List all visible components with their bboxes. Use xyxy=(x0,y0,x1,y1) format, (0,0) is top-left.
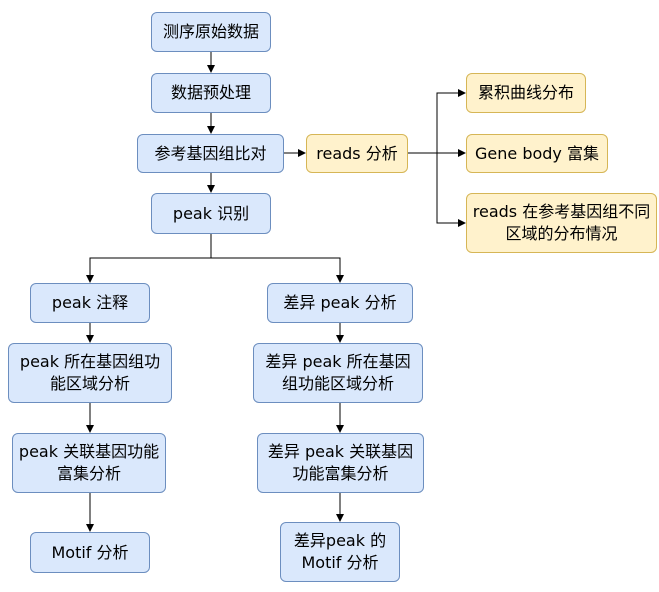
edge-peak-to-diff xyxy=(211,257,344,283)
node-reads-analysis: reads 分析 xyxy=(306,134,408,173)
node-diff-motif-label: 差异peak 的 Motif 分析 xyxy=(293,531,387,572)
node-diff-peak-enrich-label: 差异 peak 关联基因功能富集分析 xyxy=(267,442,414,483)
node-align-label: 参考基因组比对 xyxy=(154,143,267,163)
edge-peak-to-annotation xyxy=(86,234,212,283)
node-diff-peak: 差异 peak 分析 xyxy=(267,283,413,323)
node-raw-data-label: 测序原始数据 xyxy=(162,22,259,41)
node-diff-motif: 差异peak 的 Motif 分析 xyxy=(280,522,400,582)
node-cumulative-curve: 累积曲线分布 xyxy=(466,73,586,113)
node-diff-peak-region-label: 差异 peak 所在基因组功能区域分析 xyxy=(265,352,411,393)
node-diff-peak-enrich: 差异 peak 关联基因功能富集分析 xyxy=(257,433,424,493)
node-peak-enrich-label: peak 关联基因功能富集分析 xyxy=(18,442,160,483)
edge-reads-to-region xyxy=(436,153,466,227)
node-peak-annotation: peak 注释 xyxy=(30,283,150,323)
node-raw-data: 测序原始数据 xyxy=(151,12,271,52)
node-reads-region: reads 在参考基因组不同区域的分布情况 xyxy=(466,193,657,253)
node-diff-peak-label: 差异 peak 分析 xyxy=(283,293,397,312)
node-reads-analysis-label: reads 分析 xyxy=(316,143,398,163)
node-motif: Motif 分析 xyxy=(30,532,150,573)
node-reads-region-label: reads 在参考基因组不同区域的分布情况 xyxy=(472,202,651,243)
node-peak-region: peak 所在基因组功能区域分析 xyxy=(8,343,172,403)
node-align: 参考基因组比对 xyxy=(137,134,284,173)
node-gene-body: Gene body 富集 xyxy=(466,134,608,173)
node-cumulative-curve-label: 累积曲线分布 xyxy=(477,83,574,102)
node-diff-peak-region: 差异 peak 所在基因组功能区域分析 xyxy=(253,343,423,403)
edge-reads-to-curve xyxy=(408,89,466,154)
node-preprocess: 数据预处理 xyxy=(151,73,271,113)
node-peak-enrich: peak 关联基因功能富集分析 xyxy=(12,433,166,493)
node-gene-body-label: Gene body 富集 xyxy=(475,143,599,163)
node-peak-annotation-label: peak 注释 xyxy=(51,293,129,312)
node-preprocess-label: 数据预处理 xyxy=(170,83,251,102)
node-peak-calling-label: peak 识别 xyxy=(172,203,250,223)
node-peak-region-label: peak 所在基因组功能区域分析 xyxy=(19,352,161,393)
node-peak-calling: peak 识别 xyxy=(151,193,271,234)
node-motif-label: Motif 分析 xyxy=(51,542,129,562)
